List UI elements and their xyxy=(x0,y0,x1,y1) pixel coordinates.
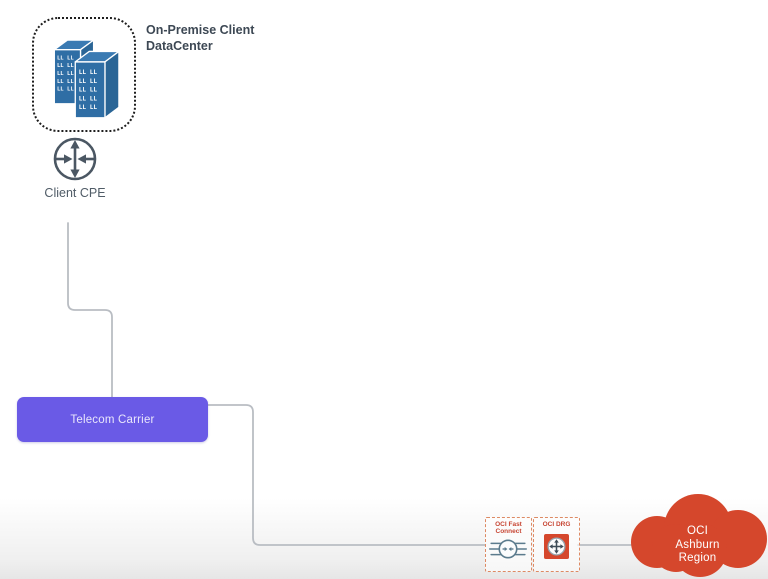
connector-telecom-to-fastconnect xyxy=(207,404,486,546)
svg-text:LL LL: LL LL xyxy=(79,69,98,76)
node-onpremise-datacenter[interactable]: LL LL LL LL LL LL LL LL LL LL LL LL LL L… xyxy=(32,17,136,132)
telecom-carrier-label: Telecom Carrier xyxy=(70,413,155,426)
datacenter-title-line1: On-Premise Client xyxy=(146,23,255,37)
svg-text:LL LL: LL LL xyxy=(79,95,98,102)
node-oci-ashburn-region[interactable] xyxy=(628,488,768,579)
oci-fast-connect-label: OCI Fast Connect xyxy=(495,521,522,535)
drg-router-icon xyxy=(544,534,569,559)
svg-text:LL LL: LL LL xyxy=(79,86,98,93)
node-client-cpe[interactable] xyxy=(51,135,99,183)
datacenter-title: On-Premise Client DataCenter xyxy=(146,22,296,54)
svg-text:LL LL: LL LL xyxy=(57,78,74,84)
cloud-icon xyxy=(631,494,767,577)
datacenter-title-line2: DataCenter xyxy=(146,39,213,53)
node-oci-fast-connect[interactable]: OCI Fast Connect xyxy=(485,517,532,572)
svg-text:LL LL: LL LL xyxy=(79,77,98,84)
svg-text:LL LL: LL LL xyxy=(79,104,98,111)
oci-region-label: OCI Ashburn Region xyxy=(675,525,720,564)
node-oci-drg[interactable]: OCI DRG xyxy=(533,517,580,572)
svg-text:LL LL: LL LL xyxy=(57,63,74,69)
connector-cpe-to-telecom xyxy=(67,222,113,398)
node-telecom-carrier[interactable]: Telecom Carrier xyxy=(17,397,208,442)
svg-text:LL LL: LL LL xyxy=(57,86,74,92)
svg-text:LL LL: LL LL xyxy=(57,71,74,77)
svg-text:LL LL: LL LL xyxy=(57,55,74,61)
datacenter-buildings-icon: LL LL LL LL LL LL LL LL LL LL LL LL LL L… xyxy=(53,38,120,118)
router-icon xyxy=(53,137,97,181)
fastconnect-icon xyxy=(489,539,527,559)
oci-drg-label: OCI DRG xyxy=(542,521,571,528)
client-cpe-label: Client CPE xyxy=(44,186,106,200)
